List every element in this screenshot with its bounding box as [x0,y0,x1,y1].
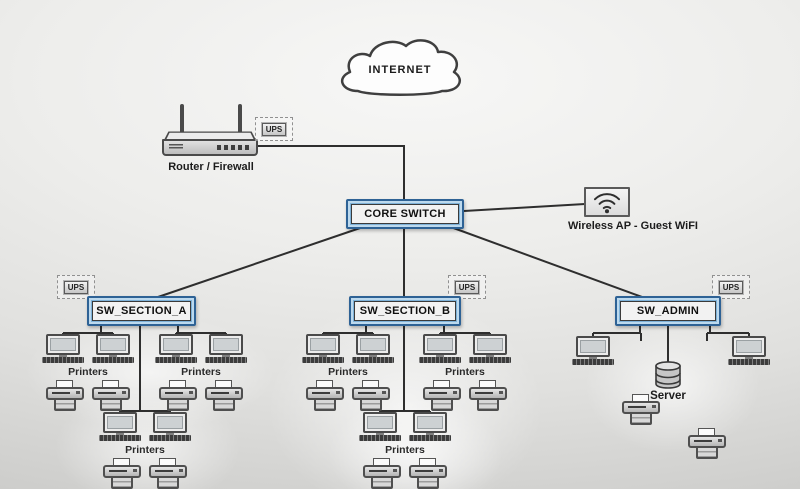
printer-icon [423,380,461,414]
computer-icon [359,412,401,443]
device-group: Printers [419,334,511,414]
switch-sw-section-a: SW_SECTION_A [87,296,196,326]
internet-cloud: INTERNET [334,34,466,100]
internet-label: INTERNET [368,64,432,76]
ups-badge: UPS [57,275,95,299]
switch-label: SW_SECTION_B [354,301,456,321]
database-icon [655,361,681,389]
printer-icon [46,380,84,414]
device-group: Printers [99,412,191,489]
computer-icon [728,336,770,367]
router-ports [217,145,251,150]
printer-icon [469,380,507,414]
ups-label: UPS [718,280,744,294]
computer-icon [42,334,84,365]
computer-icon [469,334,511,365]
computer-icon [419,334,461,365]
printer-icon [409,458,447,489]
switch-sw-section-b: SW_SECTION_B [349,296,461,326]
printers-label: Printers [328,366,368,378]
ups-badge: UPS [712,275,750,299]
router-antenna [180,104,184,134]
printers-label: Printers [125,444,165,456]
printer-icon [352,380,390,414]
device-group: Printers [302,334,394,414]
computer-icon [149,412,191,443]
printers-label: Printers [68,366,108,378]
router-logo [169,144,183,150]
ups-label: UPS [63,280,89,294]
cloud-icon [340,39,461,96]
printer-icon [688,428,726,462]
router-antenna [238,104,242,134]
router-label: Router / Firewall [168,161,254,173]
ups-label: UPS [261,122,287,136]
device-group: Printers [155,334,247,414]
printers-label: Printers [385,444,425,456]
computer-icon [92,334,134,365]
backdrop-glow [55,388,240,489]
switch-label: SW_SECTION_A [92,301,191,321]
printer-icon [363,458,401,489]
computer-icon [409,412,451,443]
printer-icon [103,458,141,489]
core-switch: CORE SWITCH [346,199,464,229]
printer-icon [159,380,197,414]
switch-sw-admin: SW_ADMIN [615,296,721,326]
ups-badge: UPS [448,275,486,299]
computer-icon [352,334,394,365]
core-switch-label: CORE SWITCH [351,204,459,224]
printers-label: Printers [445,366,485,378]
ups-badge: UPS [255,117,293,141]
router-front-face [162,139,258,156]
computer-icon [99,412,141,443]
computer-icon [302,334,344,365]
printer-icon [205,380,243,414]
server-label: Server [650,390,686,402]
printer-icon [92,380,130,414]
device-group: Printers [359,412,451,489]
printers-label: Printers [181,366,221,378]
wifi-icon [593,193,621,214]
computer-icon [205,334,247,365]
printer-icon [306,380,344,414]
printer-icon [149,458,187,489]
device-group: Printers [42,334,134,414]
ups-label: UPS [454,280,480,294]
server [652,360,684,390]
computer-icon [155,334,197,365]
computer-icon [572,336,614,367]
router-icon [162,104,258,160]
printer-icon [622,394,660,428]
wireless-ap [584,187,630,217]
switch-label: SW_ADMIN [620,301,716,321]
wireless-ap-label: Wireless AP - Guest WiFI [567,220,698,232]
